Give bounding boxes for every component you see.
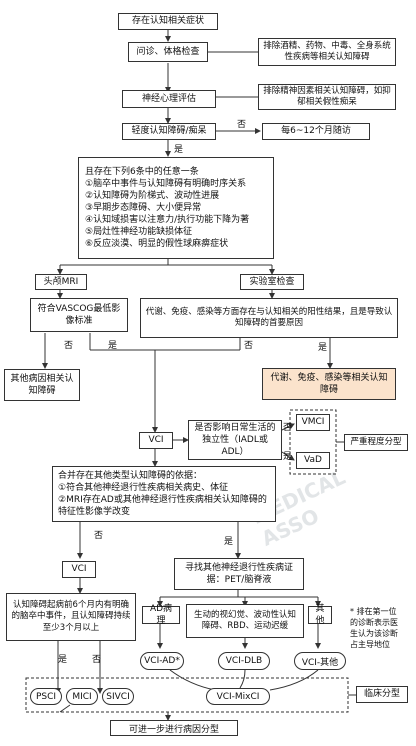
other-etiology-box: 其他病因相关认知障碍: [4, 369, 80, 401]
yes-label-adl: 是: [283, 452, 293, 462]
sivci-pill: SIVCI: [102, 688, 134, 705]
no-label-mild: 否: [237, 120, 247, 130]
merge-item-1: ①符合其他神经退行性疾病相关病史、体征: [58, 482, 229, 493]
suspect-box: 存在认知相关症状: [118, 13, 218, 30]
yes-label-onset: 是: [58, 655, 68, 665]
mild-impairment-box: 轻度认知障碍/痴呆: [122, 123, 216, 140]
exam-box: 问诊、体格检查: [128, 42, 208, 62]
criteria-box: 且存在下列6条中的任意一条 ①脑卒中事件与认知障碍有明确时序关系 ②认知障碍为阶…: [78, 157, 274, 259]
search-box: 寻找其他神经退行性疾病证据：PET/脑脊液: [174, 558, 304, 590]
criteria-item-5: ⑤局灶性神经功能缺损体征: [85, 227, 193, 238]
vci-box-lower: VCI: [62, 561, 96, 578]
exclude-box-1: 排除酒精、药物、中毒、全身系统性疾病等相关认知障碍: [258, 38, 396, 66]
no-label-lab: 否: [244, 341, 254, 351]
vascog-box: 符合VASCOG最低影像标准: [30, 298, 128, 332]
no-label-adl: 否: [283, 423, 293, 433]
yes-label-merge: 是: [224, 537, 234, 547]
no-label-onset: 否: [92, 655, 102, 665]
mri-box: 头颅MRI: [35, 274, 87, 290]
clinical-type-box: 临床分型: [356, 686, 408, 703]
criteria-item-1: ①脑卒中事件与认知障碍有明确时序关系: [85, 178, 247, 189]
yes-label-vascog: 是: [108, 341, 118, 351]
merge-item-2: ②MRI存在AD或其他神经退行性疾病相关认知障碍的特征性影像学改变: [58, 495, 267, 518]
vmci-box: VMCI: [296, 414, 330, 431]
criteria-title: 且存在下列6条中的任意一条: [85, 166, 199, 177]
dlb-box: 生动的视幻觉、波动性认知障碍、RBD、运动迟缓: [186, 604, 304, 638]
metabolic-box: 代谢、免疫、感染等相关认知障碍: [262, 368, 396, 400]
vci-mixci-pill: VCI-MixCI: [206, 688, 270, 705]
lab-box: 实验室检查: [240, 274, 304, 290]
vci-box-upper: VCI: [139, 432, 173, 449]
note-box: * 排在第一位的诊断表示医生认为该诊断占主导地位: [346, 600, 408, 658]
ad-pathology-box: AD病理: [142, 604, 180, 626]
lab-result-box: 代谢、免疫、感染等方面存在与认知相关的阳性结果，且是导致认知障碍的首要原因: [140, 298, 398, 338]
vci-dlb-pill: VCI-DLB: [218, 652, 270, 670]
etiology-box: 可进一步进行病因分型: [110, 720, 238, 736]
psci-pill: PSCI: [30, 688, 62, 705]
vad-box: VaD: [296, 452, 330, 469]
other-box: 其他: [308, 604, 332, 626]
vci-ad-pill: VCI-AD*: [140, 652, 184, 670]
neuro-eval-box: 神经心理评估: [122, 90, 216, 108]
merge-box: 合并存在其他类型认知障碍的依据： ①符合其他神经退行性疾病相关病史、体征 ②MR…: [52, 466, 276, 522]
adl-question-box: 是否影响日常生活的独立性（IADL或ADL）: [188, 420, 282, 460]
criteria-item-2: ②认知障碍为阶梯式、波动性进展: [85, 190, 220, 201]
no-label-vascog: 否: [64, 341, 74, 351]
mici-pill: MICI: [66, 688, 98, 705]
no-label-merge: 否: [94, 531, 104, 541]
criteria-item-4: ④认知域损害以注意力/执行功能下降为著: [85, 215, 250, 226]
exclude-box-2: 排除精神因素相关认知障碍，如抑郁相关假性痴呆: [258, 84, 396, 110]
yes-label-lab: 是: [318, 343, 328, 353]
onset-box: 认知障碍起病前6个月内有明确的脑卒中事件，且认知障碍持续至少3个月以上: [6, 593, 136, 641]
criteria-item-3: ③早期步态障碍、大小便异常: [85, 202, 202, 213]
criteria-item-6: ⑥反应淡漠、明显的假性球麻痹症状: [85, 239, 229, 250]
vci-other-pill: VCI-其他: [294, 652, 346, 670]
merge-title: 合并存在其他类型认知障碍的依据：: [58, 470, 203, 481]
followup-box: 每6~12个月随访: [262, 123, 370, 140]
yes-label-mild: 是: [174, 145, 184, 155]
severity-box: 严重程度分型: [344, 434, 408, 451]
